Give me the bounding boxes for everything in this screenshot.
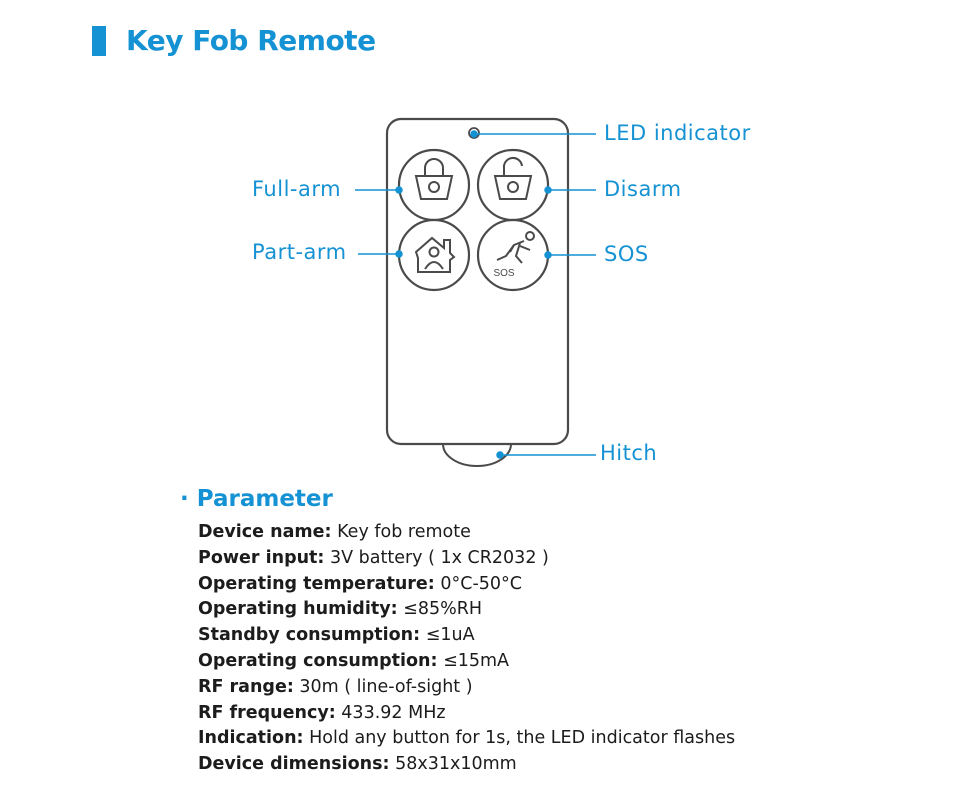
param-value: 433.92 MHz: [335, 702, 446, 723]
param-key: Operating temperature:: [198, 573, 435, 594]
param-key: Power input:: [198, 547, 325, 568]
lock-closed-icon: [414, 158, 454, 200]
param-value: Hold any button for 1s, the LED indicato…: [303, 728, 736, 749]
sos-button: [476, 218, 550, 292]
title-accent-bar: [92, 26, 106, 56]
callout-hitch: Hitch: [600, 441, 658, 465]
home-person-icon: [414, 236, 456, 273]
hitch-loop: [442, 443, 512, 467]
callout-sos: SOS: [604, 242, 649, 266]
key-fob-diagram: SOS: [355, 117, 596, 467]
param-key: Operating humidity:: [198, 599, 398, 620]
param-value: ≤1uA: [420, 625, 475, 646]
param-key: Operating consumption:: [198, 650, 438, 671]
param-row: Operating humidity: ≤85%RH: [198, 597, 735, 623]
param-value: ≤85%RH: [397, 599, 483, 620]
param-row: RF frequency: 433.92 MHz: [198, 701, 735, 727]
param-value: Key fob remote: [331, 522, 471, 542]
running-person-icon: [496, 231, 535, 264]
param-row: Device name: Key fob remote: [198, 520, 735, 546]
part-arm-button: [397, 218, 471, 292]
callout-part-arm: Part-arm: [252, 240, 347, 264]
param-row: Standby consumption: ≤1uA: [198, 623, 735, 649]
callout-led-indicator: LED indicator: [604, 121, 751, 145]
full-arm-button: [397, 148, 471, 222]
callout-disarm: Disarm: [604, 177, 682, 201]
param-key: Standby consumption:: [198, 625, 421, 646]
param-row: Operating consumption: ≤15mA: [198, 649, 735, 675]
param-key: RF frequency:: [198, 702, 336, 723]
parameter-heading: · Parameter: [180, 486, 333, 512]
callout-full-arm: Full-arm: [252, 177, 342, 201]
param-row: RF range: 30m ( line-of-sight ): [198, 675, 735, 701]
parameter-list: Device name: Key fob remote Power input:…: [198, 520, 735, 778]
page-title: Key Fob Remote: [126, 24, 376, 57]
disarm-button: [476, 148, 550, 222]
param-value: ≤15mA: [437, 650, 510, 671]
param-value: 30m ( line-of-sight ): [293, 676, 473, 697]
param-key: RF range:: [198, 676, 294, 697]
param-key: Indication:: [198, 728, 304, 749]
param-key: Device name:: [198, 522, 332, 542]
param-row: Indication: Hold any button for 1s, the …: [198, 726, 735, 752]
param-key: Device dimensions:: [198, 754, 390, 775]
param-value: 3V battery ( 1x CR2032 ): [324, 547, 549, 568]
lock-open-icon: [493, 157, 533, 200]
param-row: Device dimensions: 58x31x10mm: [198, 752, 735, 778]
param-row: Power input: 3V battery ( 1x CR2032 ): [198, 546, 735, 572]
param-value: 58x31x10mm: [389, 754, 517, 775]
param-value: 0°C-50°C: [434, 573, 522, 594]
sos-button-text: SOS: [493, 268, 514, 279]
param-row: Operating temperature: 0°C-50°C: [198, 572, 735, 598]
